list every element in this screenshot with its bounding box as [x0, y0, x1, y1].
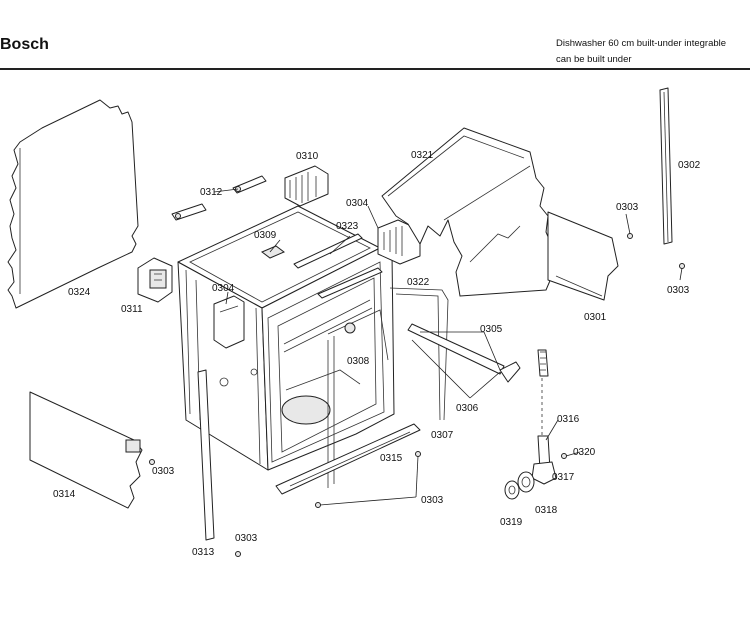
label-0301: 0301: [584, 312, 607, 323]
label-0306: 0306: [456, 403, 479, 414]
label-0309: 0309: [254, 230, 277, 241]
part-0315-plinth-strip: [275, 423, 421, 495]
label-0304-left: 0304: [212, 283, 235, 294]
part-0304-bracket-back: [377, 219, 421, 265]
part-tub-cabinet: [177, 205, 395, 471]
callout-labels: 0302 0303 0303 0301 0321 0310 0312 0304 …: [53, 150, 701, 558]
leader-lines: [213, 188, 683, 506]
label-0303-bottom: 0303: [421, 495, 444, 506]
label-0302: 0302: [678, 160, 701, 171]
brand-name: Bosch: [0, 36, 49, 53]
label-0313: 0313: [192, 547, 215, 558]
label-0319: 0319: [500, 517, 523, 528]
label-0324: 0324: [68, 287, 91, 298]
label-0317: 0317: [552, 472, 575, 483]
label-0303-lower: 0303: [235, 533, 258, 544]
label-0322: 0322: [407, 277, 430, 288]
part-0316-hose: [537, 349, 551, 471]
label-0308: 0308: [347, 356, 370, 367]
part-0324-side-panel: [7, 99, 139, 309]
part-0321-insulation: [381, 127, 553, 297]
part-0307-side-seal: [389, 287, 449, 421]
label-0303-top: 0303: [616, 202, 639, 213]
label-0323: 0323: [336, 221, 359, 232]
label-0321: 0321: [411, 150, 434, 161]
part-0301-back-panel: [547, 211, 619, 301]
label-0303-right: 0303: [667, 285, 690, 296]
part-0314-kick-plate: [29, 391, 143, 509]
label-0303-left: 0303: [152, 466, 175, 477]
part-0322-rail: [317, 267, 383, 299]
label-0307: 0307: [431, 430, 454, 441]
part-0309-top-bracket: [261, 245, 285, 259]
description-line-1: Dishwasher 60 cm built-under integrable: [556, 38, 727, 49]
label-0304-top: 0304: [346, 198, 369, 209]
part-0318-ring: [517, 471, 535, 493]
part-0302-vertical-rail: [659, 87, 673, 245]
label-0320: 0320: [573, 447, 596, 458]
part-0319-washer: [504, 480, 520, 500]
label-0305: 0305: [480, 324, 503, 335]
label-0318: 0318: [535, 505, 558, 516]
description-line-2: can be built under: [556, 54, 632, 65]
label-0311: 0311: [121, 304, 143, 315]
part-0311-hinge-block: [137, 257, 173, 303]
header-rule: [0, 68, 750, 70]
part-0303-screws: [149, 233, 685, 557]
part-0305-rod: [407, 323, 521, 383]
label-0312: 0312: [200, 187, 223, 198]
label-0310: 0310: [296, 151, 319, 162]
label-0315: 0315: [380, 453, 403, 464]
part-0313-vertical-strip: [197, 369, 215, 541]
part-0320-screw: [561, 453, 567, 459]
part-0312-clips: [171, 175, 267, 221]
model-description: Dishwasher 60 cm built-under integrable …: [556, 36, 726, 68]
part-0304-bracket-left: [213, 295, 245, 349]
label-0316: 0316: [557, 414, 580, 425]
label-0314: 0314: [53, 489, 76, 500]
part-0310-bracket: [284, 165, 329, 207]
part-0323-top-strip: [293, 233, 363, 269]
